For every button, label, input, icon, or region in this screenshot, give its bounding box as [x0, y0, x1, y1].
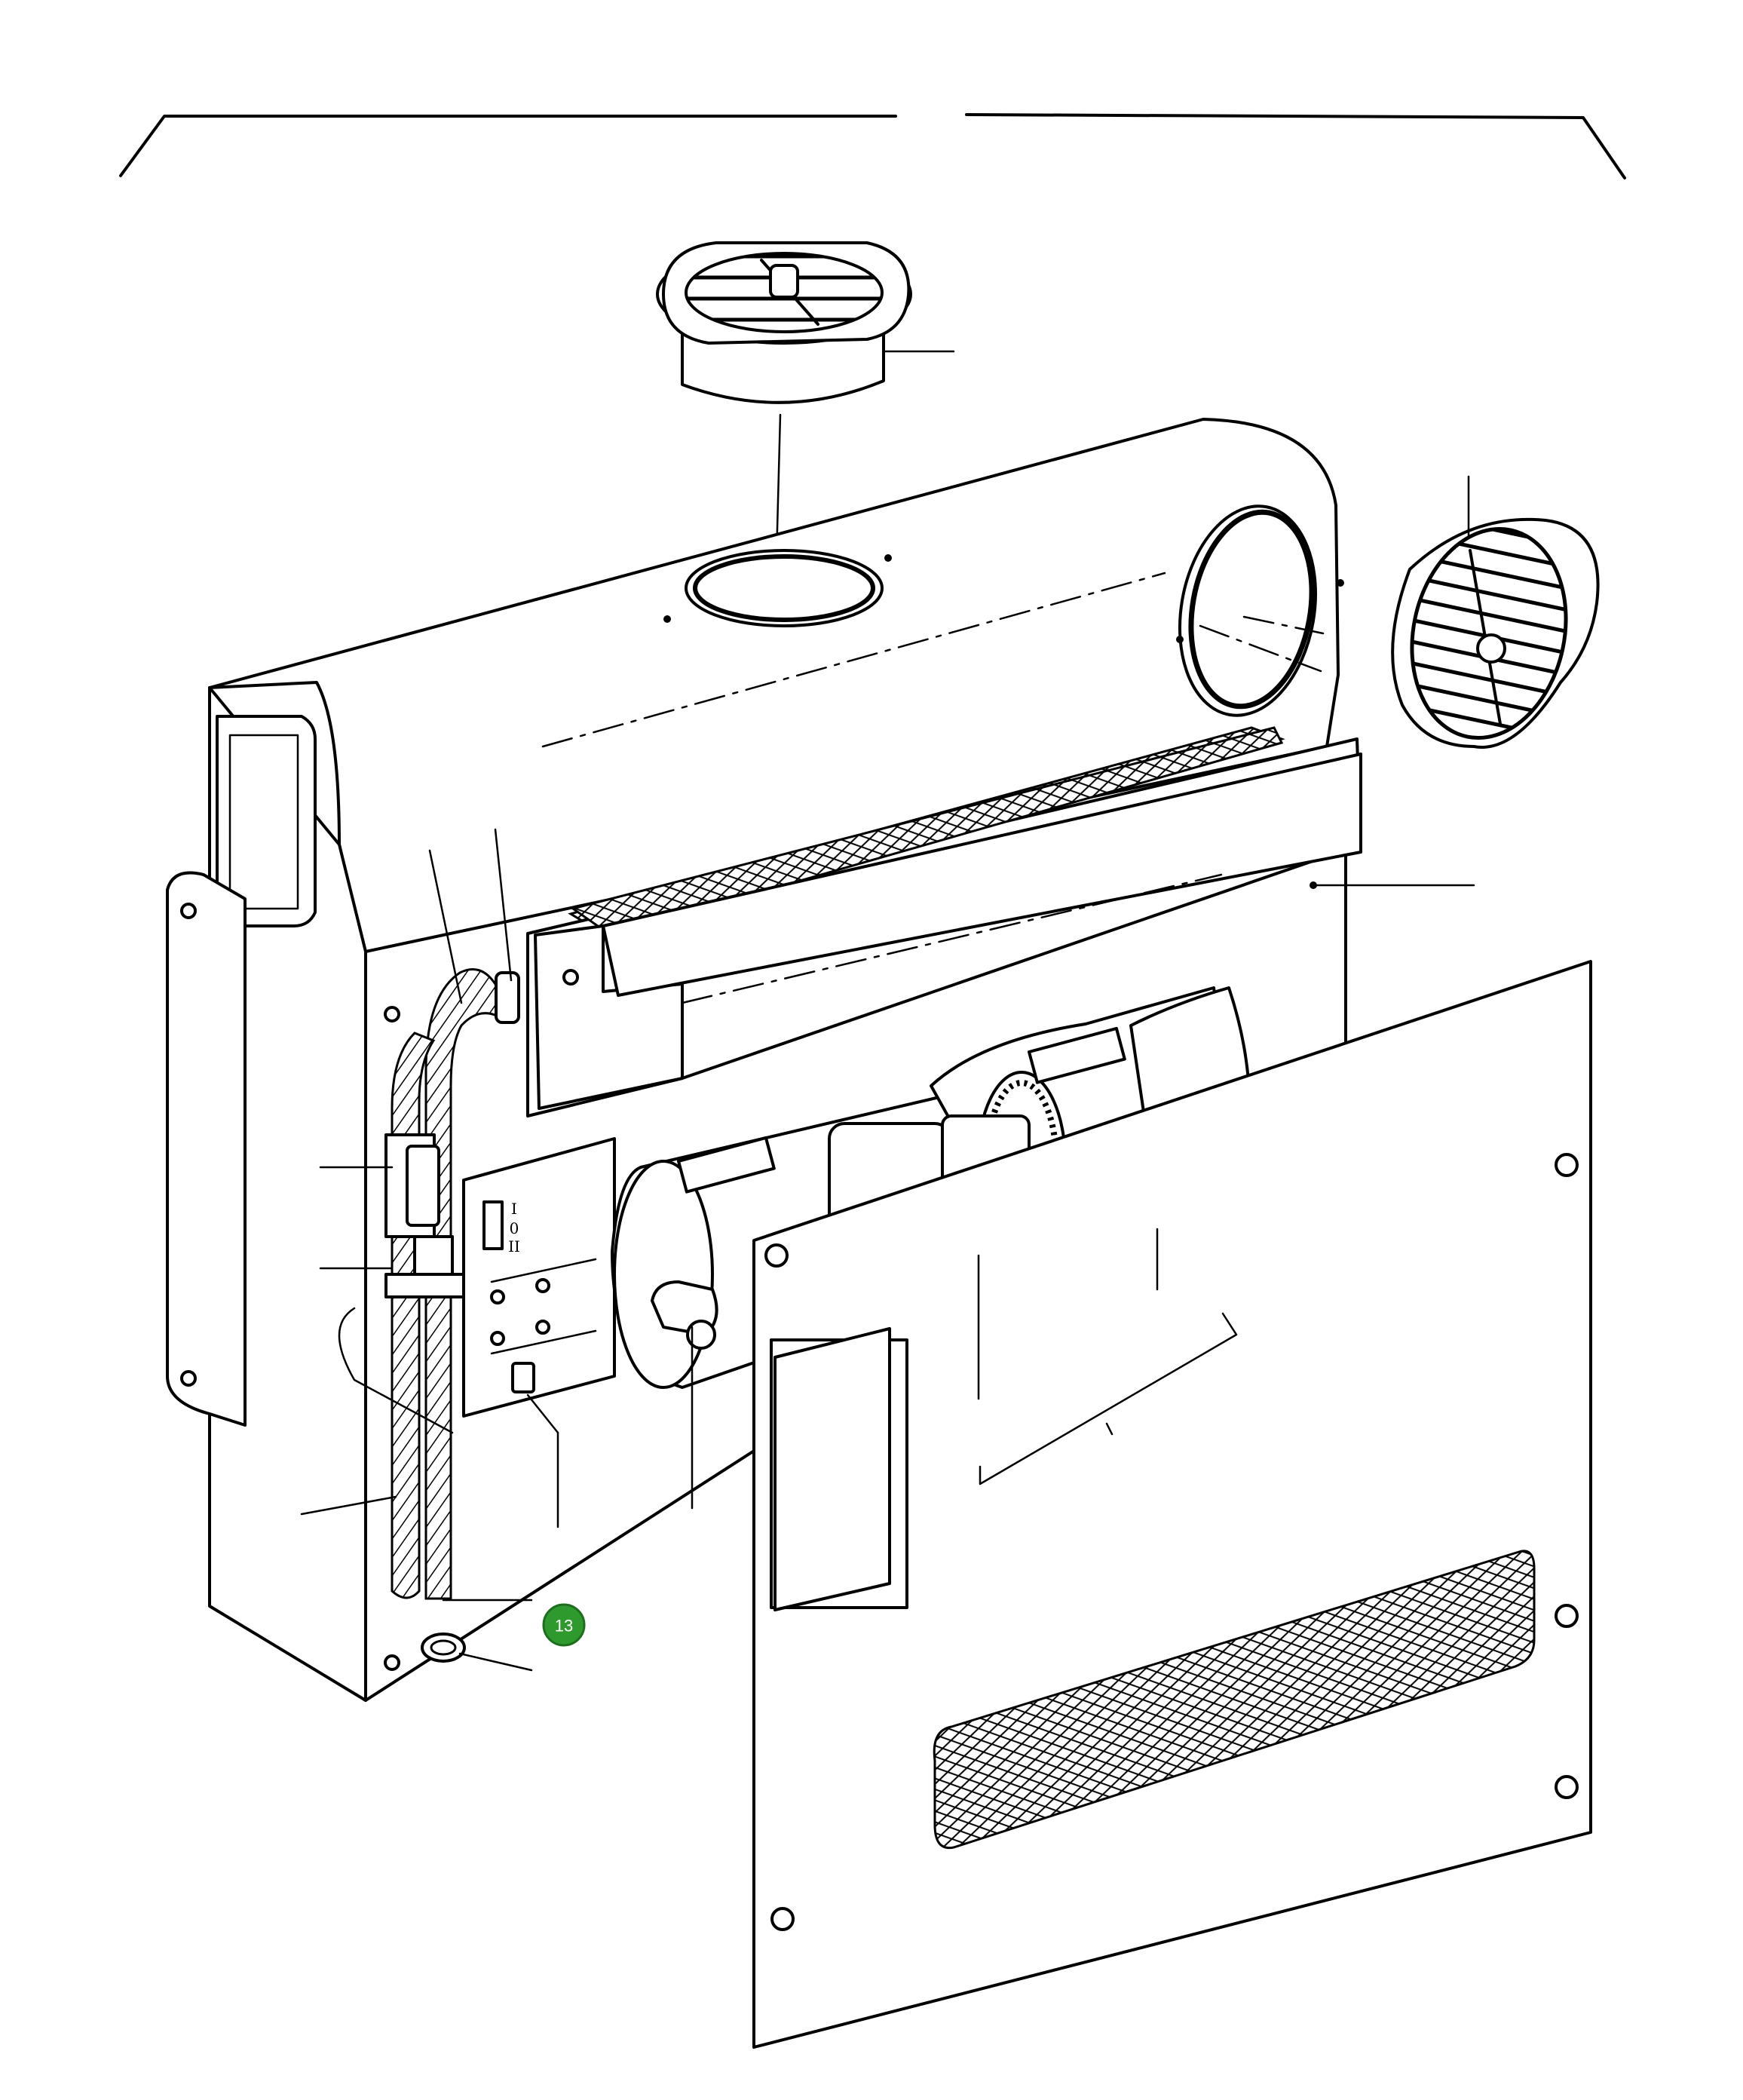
callout-13-marker[interactable] [542, 1603, 586, 1647]
coolant-hoses [338, 968, 520, 1671]
leader-lines [300, 828, 1238, 1672]
assembly-bracket [119, 113, 1626, 179]
front-cover-panel [752, 960, 1592, 2049]
mounting-flange [166, 871, 247, 1427]
heat-exchanger [526, 726, 1475, 1117]
switch-position-2: II [508, 1237, 520, 1255]
switch-panel: I 0 II [462, 1137, 616, 1418]
top-vent-grille [656, 241, 955, 616]
switch-position-1: I [511, 1200, 517, 1218]
callout-13-label: 13 [555, 1617, 573, 1636]
callout-13[interactable]: 13 [542, 1603, 586, 1647]
switch-position-0: 0 [510, 1219, 519, 1237]
side-vent-grille [1199, 475, 1600, 749]
